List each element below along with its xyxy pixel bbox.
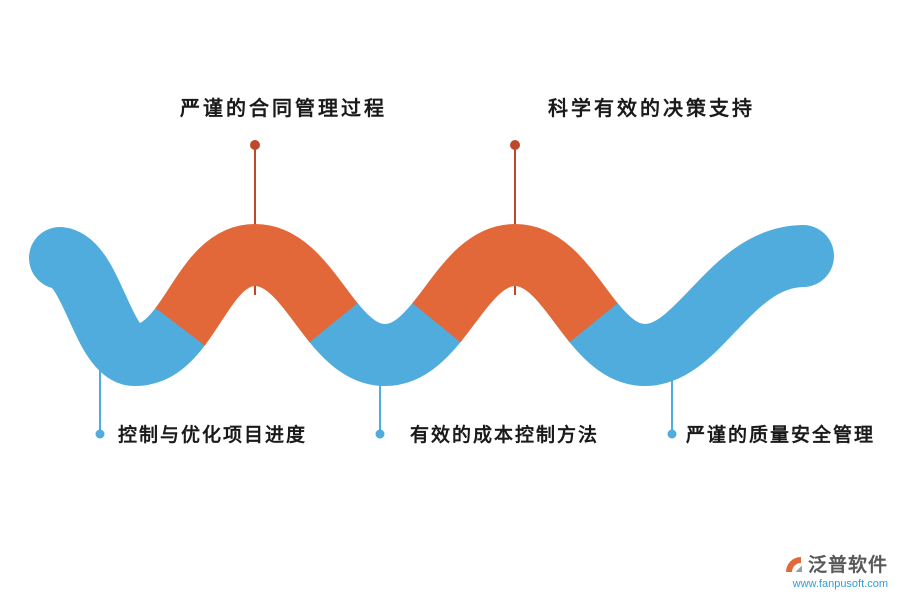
footer-logo: 泛普软件 www.fanpusoft.com	[784, 550, 888, 590]
fanpu-logo-icon	[784, 554, 804, 574]
marker-dot-bottom-3	[667, 429, 677, 439]
marker-dot-top-2	[510, 140, 520, 150]
bottom-label-quality-safety: 严谨的质量安全管理	[686, 425, 876, 446]
top-label-decision-support: 科学有效的决策支持	[548, 98, 755, 120]
marker-dot-bottom-1	[95, 429, 105, 439]
wave-segment-blue-1	[29, 227, 212, 387]
wave-segment-blue-3	[562, 225, 834, 387]
brand-website: www.fanpusoft.com	[792, 578, 888, 590]
wave-segment-orange-2	[412, 223, 618, 343]
brand-name: 泛普软件	[807, 555, 888, 576]
bottom-label-cost-control: 有效的成本控制方法	[410, 425, 600, 446]
marker-dot-top-1	[250, 140, 260, 150]
wave-segment-blue-2	[302, 291, 468, 387]
bottom-label-schedule-control: 控制与优化项目进度	[118, 425, 308, 446]
top-label-contract-management: 严谨的合同管理过程	[180, 98, 387, 120]
wave-segment-orange-1	[155, 223, 358, 346]
marker-dot-bottom-2	[375, 429, 385, 439]
